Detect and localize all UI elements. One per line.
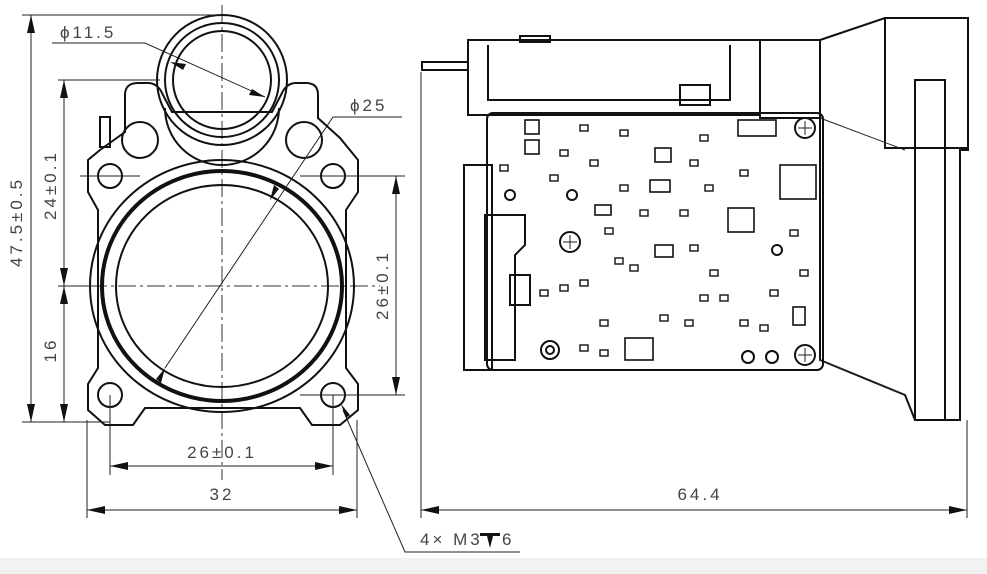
large-lens-ring-band	[100, 169, 344, 403]
bracket-inner	[487, 45, 731, 101]
side-plate	[463, 164, 493, 371]
hole-spacing-vertical-label: 26±0.1	[373, 250, 392, 320]
small-bore-diameter-label: ϕ11.5	[60, 23, 116, 42]
dim-hole-spacing-vertical	[392, 176, 400, 395]
upper-height-label: 24±0.1	[41, 150, 60, 220]
depth-symbol-icon	[480, 533, 500, 548]
connector	[737, 119, 777, 137]
side-connector	[484, 214, 526, 361]
connector-icon	[540, 340, 560, 360]
ic-chip	[779, 164, 817, 200]
large-bore-diameter-label: ϕ25	[350, 96, 387, 115]
overall-width-label: 32	[210, 485, 235, 504]
dim-overall-width	[87, 506, 357, 514]
left-tab	[99, 116, 111, 148]
screw-icon	[559, 231, 581, 253]
dim-hole-spacing-horizontal	[110, 462, 333, 470]
mounting-holes-label: 4× M3	[420, 530, 483, 549]
lower-height-label: 16	[41, 338, 60, 363]
pcb-board	[486, 112, 824, 371]
housing-body	[87, 82, 359, 426]
left-lug	[121, 121, 159, 159]
mounting-depth-label: 6	[502, 530, 514, 549]
connector-pin	[421, 61, 469, 71]
small-ring-lower-arc	[164, 107, 280, 166]
ic-chip	[624, 337, 654, 361]
screw-icon	[794, 117, 816, 139]
small-lens-ring-inner	[172, 30, 272, 130]
front-view: ϕ11.5 ϕ25 47.5±0.5 24±0.1 16 26±0.1 26±0…	[7, 5, 520, 553]
dim-overall-length	[421, 506, 967, 514]
side-view: 64.4	[420, 17, 969, 518]
leader-large-bore	[156, 116, 402, 383]
leader-small-bore	[52, 42, 266, 98]
ic-chip	[727, 207, 755, 233]
small-lens-ring-mid	[164, 22, 280, 138]
large-lens-ring-inner	[115, 184, 329, 388]
dim-upper-height	[60, 80, 68, 422]
dim-overall-height	[27, 15, 35, 422]
leader-mounting-holes	[341, 404, 520, 553]
hole-spacing-horizontal-label: 26±0.1	[187, 443, 257, 462]
overall-length-label: 64.4	[677, 485, 722, 504]
right-lug	[285, 121, 323, 159]
top-bracket	[467, 39, 761, 116]
screw-icon	[794, 344, 816, 366]
background-band	[0, 558, 987, 574]
overall-height-label: 47.5±0.5	[7, 177, 26, 267]
